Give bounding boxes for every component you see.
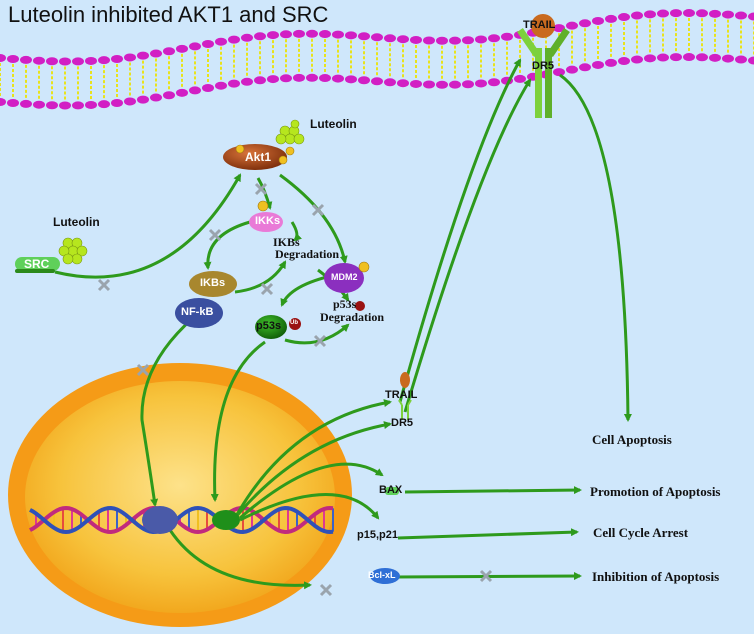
arrow-nfkb-nucleus: [140, 316, 194, 507]
phospho-marks-akt1: [235, 144, 295, 165]
p15p21-label: p15,p21: [357, 529, 398, 541]
trail-ligand-membrane: [531, 14, 555, 38]
p53s-protein: [255, 315, 287, 339]
dr5-label-membrane: DR5: [532, 60, 555, 72]
ub-mark: [289, 318, 301, 330]
ikks-label: IKKs: [255, 215, 281, 227]
cell-apoptosis-label: Cell Apoptosis: [592, 432, 672, 447]
cell-cycle-arrest-label: Cell Cycle Arrest: [593, 525, 689, 540]
diagram-title: Luteolin inhibited AKT1 and SRC: [8, 2, 329, 27]
arrow-p53s-nucleus: [210, 340, 266, 502]
inhibition-of-apoptosis-label: Inhibition of Apoptosis: [592, 569, 720, 584]
arrow-ikks-ikbs-degradation: [290, 221, 303, 242]
ikks-protein: [249, 212, 283, 232]
arrow-p53-dr5: [233, 421, 392, 519]
bclxl-protein: [370, 568, 400, 584]
arrow-p53-bax: [239, 462, 384, 520]
luteolin-molecule-top: [275, 119, 305, 145]
akt1-label: Akt1: [245, 150, 272, 164]
luteolin-label-left: Luteolin: [53, 215, 100, 229]
arrow-ikks-ikbs: [203, 220, 251, 270]
nfkb-label: NF-kB: [181, 306, 214, 318]
nucleus-inner: [25, 381, 335, 613]
p53s-degradation-label-2: Degradation: [320, 310, 384, 324]
mdm2-protein: [324, 263, 364, 293]
ub-mark-degradation: [355, 301, 365, 311]
arrow-src-akt1: [54, 173, 242, 279]
ikbs-degradation-label-2: Degradation: [275, 247, 339, 261]
inhibition-marks: [97, 182, 493, 597]
arrow-dr5-apoptosis: [559, 73, 632, 422]
bclxl-label: Bcl-xL: [368, 570, 396, 580]
nfkb-nuclear: [142, 506, 178, 534]
arrow-trail-membrane: [398, 58, 522, 403]
p53-nuclear: [212, 510, 240, 530]
arrow-p53-p15p21: [239, 493, 380, 522]
dr5-label-nucleus: DR5: [391, 417, 414, 429]
phospho-mark-ikks: [257, 200, 269, 212]
ikbs-label: IKBs: [200, 277, 226, 289]
nfkb-protein: [175, 298, 223, 328]
trail-ligand-nucleus: [400, 372, 410, 388]
pathway-arrows: [54, 58, 632, 590]
src-protein: [15, 257, 60, 271]
ikbs-degradation-label-1: IKBs: [273, 235, 300, 249]
arrow-dr5-membrane: [403, 78, 532, 413]
trail-label-membrane: TRAIL: [523, 19, 556, 31]
src-protein-base: [15, 269, 55, 273]
bax-protein: [385, 487, 399, 495]
arrow-p15p21-arrest: [397, 528, 579, 540]
trail-label-nucleus: TRAIL: [385, 389, 418, 401]
luteolin-label-top: Luteolin: [310, 117, 357, 131]
dr5-receptor-membrane: [517, 28, 570, 118]
arrow-ikbs-degradation: [234, 260, 287, 294]
phospho-mark-mdm2: [358, 261, 370, 273]
p53s-label: p53s: [256, 320, 282, 332]
ikbs-protein: [189, 271, 237, 297]
arrow-bax-promotion: [404, 486, 582, 495]
luteolin-molecule-left: [58, 237, 88, 265]
arrow-akt1-mdm2: [279, 173, 348, 264]
dr5-receptor-nucleus: [398, 399, 412, 420]
src-label: SRC: [24, 257, 50, 271]
cell-membrane: [0, 9, 754, 110]
ub-label: Ub: [290, 320, 298, 326]
arrow-nfkb-bclxl: [168, 529, 312, 590]
arrow-p53-trail: [233, 399, 392, 519]
mdm2-label: MDM2: [331, 272, 358, 282]
bax-label: BAX: [379, 484, 403, 496]
promotion-of-apoptosis-label: Promotion of Apoptosis: [590, 484, 721, 499]
p53s-degradation-label-1: p53s: [333, 297, 357, 311]
